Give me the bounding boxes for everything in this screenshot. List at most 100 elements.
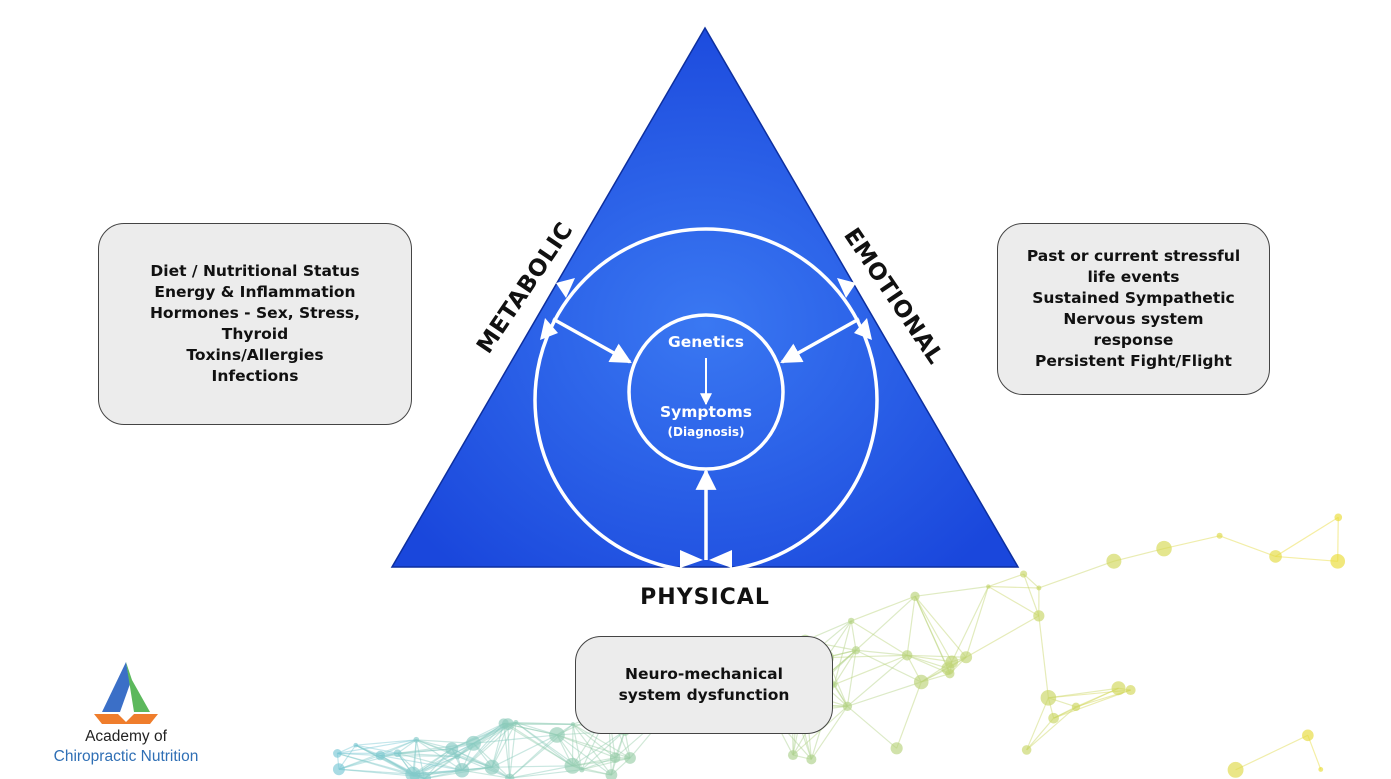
symptoms-label: Symptoms (660, 403, 752, 421)
network-node (353, 742, 359, 748)
network-node (505, 773, 515, 779)
network-link (515, 722, 573, 767)
network-node (454, 753, 461, 760)
network-link (397, 752, 463, 771)
network-link (846, 705, 898, 749)
network-link (503, 723, 511, 779)
network-node (1156, 540, 1172, 557)
network-link (355, 744, 398, 754)
emotional-factor-line: Nervous system (1063, 310, 1204, 328)
network-link (380, 754, 458, 757)
network-node (1330, 553, 1346, 569)
logo-text-line2: Chiropractic Nutrition (53, 748, 199, 765)
network-link (397, 742, 474, 754)
network-link (1219, 535, 1276, 558)
network-link (914, 595, 967, 658)
network-node (413, 736, 420, 743)
network-link (572, 757, 631, 767)
network-node (333, 749, 342, 758)
network-node (484, 759, 500, 775)
network-node (890, 742, 903, 755)
network-node (332, 763, 345, 776)
network-link (1337, 517, 1339, 562)
network-link (1038, 560, 1115, 589)
network-link (457, 723, 509, 757)
network-link (581, 730, 626, 771)
metabolic-factor-line: Thyroid (221, 325, 289, 343)
network-node (393, 749, 402, 758)
network-link (1307, 735, 1322, 770)
outer-circle (533, 227, 879, 573)
network-link (457, 755, 510, 779)
network-link (906, 596, 916, 656)
network-node (1302, 729, 1314, 742)
network-link (451, 748, 511, 779)
network-link (355, 744, 415, 777)
network-node (375, 750, 386, 761)
emotional-factor-line: Sustained Sympathetic (1032, 289, 1235, 307)
physical-factors-box: Neuro-mechanical system dysfunction (575, 636, 833, 734)
network-node (609, 752, 621, 763)
arrowhead-top-left (556, 278, 575, 298)
network-link (850, 595, 916, 622)
network-link (907, 654, 967, 658)
network-link (1026, 706, 1077, 751)
network-link (914, 596, 949, 669)
network-link (572, 723, 612, 776)
network-link (1075, 687, 1119, 708)
network-link (355, 744, 414, 775)
network-link (507, 723, 573, 767)
network-link (338, 768, 415, 777)
network-link (338, 768, 413, 775)
physical-factor-line: Neuro-mechanical (625, 665, 783, 683)
network-link (416, 739, 474, 744)
network-link (491, 734, 558, 768)
network-link (412, 748, 453, 775)
network-node (1216, 532, 1223, 539)
network-link (581, 757, 616, 771)
emotional-factor-line: response (1093, 331, 1174, 349)
network-link (461, 722, 517, 771)
network-link (515, 721, 573, 725)
arrowhead-bottom-left (680, 550, 703, 568)
triangle-shape (390, 26, 1020, 568)
network-link (951, 586, 989, 663)
network-link (380, 739, 417, 757)
network-node (579, 766, 585, 773)
network-link (1038, 615, 1049, 698)
network-link (896, 681, 922, 749)
network-link (337, 752, 414, 775)
network-link (572, 723, 616, 759)
network-link (1026, 717, 1055, 751)
network-link (491, 722, 517, 768)
network-link (461, 723, 505, 771)
network-link (581, 757, 631, 771)
network-link (451, 723, 509, 750)
network-node (806, 754, 817, 765)
network-link (412, 742, 474, 775)
network-node (445, 742, 459, 756)
network-node (1334, 513, 1343, 522)
metabolic-factor-line: Toxins/Allergies (186, 346, 324, 364)
network-link (914, 596, 951, 674)
network-node (1227, 761, 1244, 778)
network-link (1235, 734, 1309, 771)
network-link (451, 722, 504, 750)
network-link (855, 595, 916, 651)
network-link (1113, 547, 1165, 562)
network-node (1071, 702, 1081, 712)
arrow-metabolic-to-center (552, 317, 632, 364)
network-link (473, 734, 558, 744)
genetics-label: Genetics (668, 333, 744, 351)
network-link (461, 723, 509, 771)
network-link (834, 654, 908, 686)
network-node (570, 722, 576, 727)
arrowhead-right (854, 318, 872, 340)
network-link (338, 754, 381, 770)
metabolic-factor-line: Hormones - Sex, Stress, (149, 304, 361, 322)
network-link (556, 734, 616, 759)
arrowhead-bottom-right (709, 550, 732, 568)
network-link (491, 723, 509, 768)
network-link (906, 654, 949, 670)
